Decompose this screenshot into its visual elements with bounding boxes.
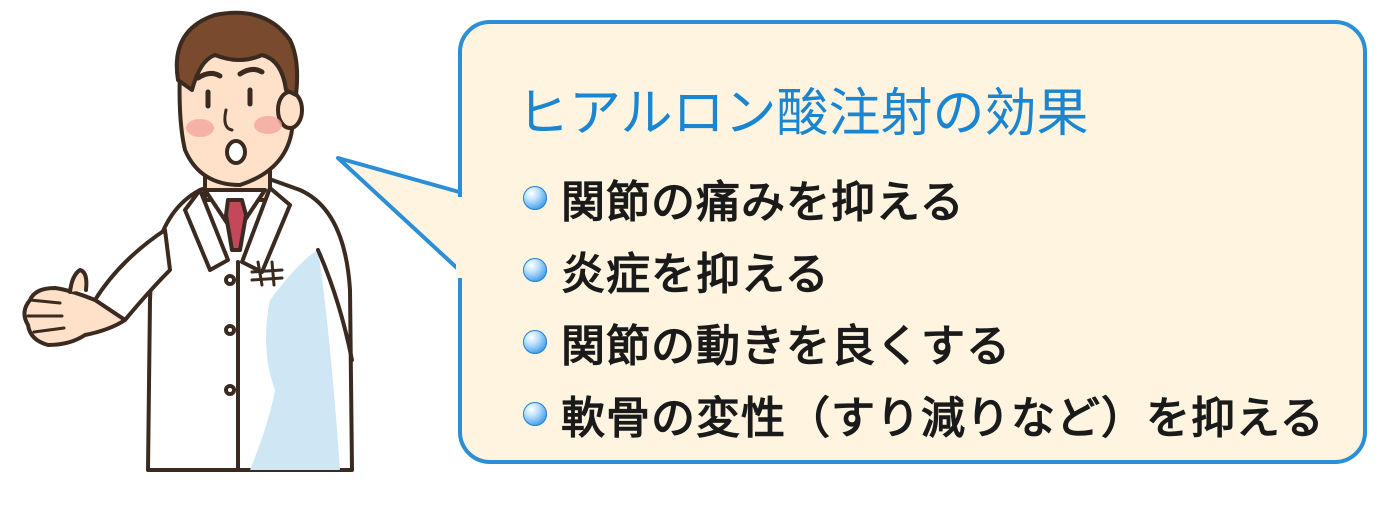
bubble-tail [336, 156, 472, 282]
list-item: 軟骨の変性（すり減りなど）を抑える [523, 378, 1325, 450]
list-item-text: 軟骨の変性（すり減りなど）を抑える [561, 393, 1325, 444]
cheek [254, 116, 282, 134]
list-item-text: 関節の痛みを抑える [561, 177, 965, 228]
list-item: 関節の動きを良くする [523, 306, 1325, 378]
eyebrow [195, 70, 223, 81]
doctor-illustration [22, 10, 354, 472]
mouth [225, 139, 247, 165]
coat-shadow [250, 250, 340, 470]
lapel-left [183, 188, 230, 272]
bullet-dot-icon [523, 258, 547, 282]
effects-list: 関節の痛みを抑える 炎症を抑える 関節の動きを良くする 軟骨の変性（すり減りなど… [523, 162, 1325, 450]
nose [223, 108, 234, 132]
bubble-tail-join [456, 197, 466, 278]
callout-content: ヒアルロン酸注射の効果 関節の痛みを抑える 炎症を抑える 関節の動きを良くする … [485, 52, 1365, 462]
pocket-pens [250, 260, 284, 287]
arm-right [316, 248, 354, 362]
bullet-dot-icon [523, 186, 547, 210]
list-item-text: 関節の動きを良くする [561, 321, 1011, 372]
hand-thumb [68, 268, 89, 294]
ear [276, 90, 304, 130]
coat-button [224, 324, 236, 336]
list-item: 炎症を抑える [523, 234, 1325, 306]
tie [224, 198, 248, 252]
hair [174, 10, 300, 97]
bullet-dot-icon [523, 330, 547, 354]
list-item-text: 炎症を抑える [561, 249, 830, 300]
list-item: 関節の痛みを抑える [523, 162, 1325, 234]
bullet-dot-icon [523, 402, 547, 426]
speech-bubble [336, 20, 1367, 464]
callout-title: ヒアルロン酸注射の効果 [517, 84, 1089, 144]
coat-button [224, 274, 236, 286]
eyebrow [237, 66, 265, 77]
cheek [186, 119, 214, 137]
coat-button [224, 384, 236, 396]
hand-fingers [26, 298, 66, 334]
